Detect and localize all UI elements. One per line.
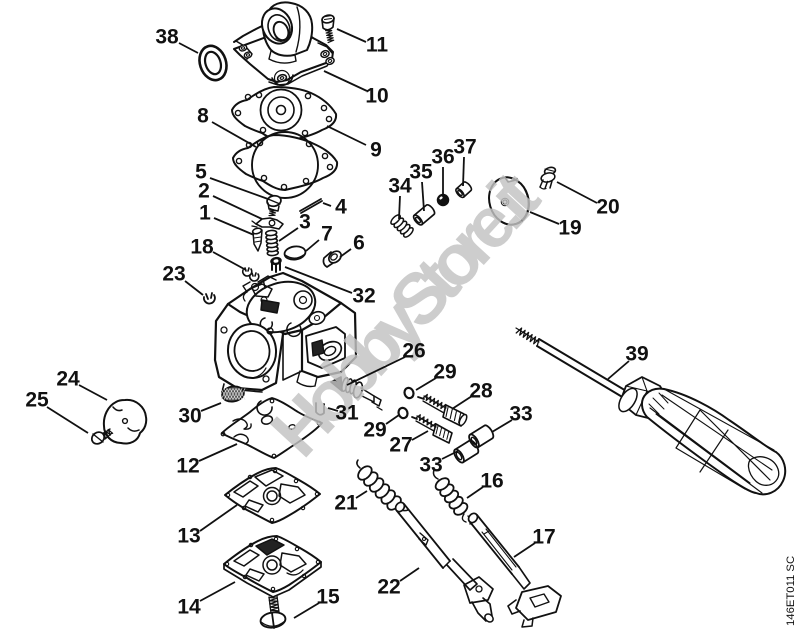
svg-text:6: 6 xyxy=(353,232,365,255)
svg-text:13: 13 xyxy=(177,525,200,548)
svg-text:34: 34 xyxy=(388,175,412,198)
svg-text:18: 18 xyxy=(190,236,214,259)
svg-text:4: 4 xyxy=(335,196,347,219)
svg-text:11: 11 xyxy=(366,34,389,57)
svg-text:24: 24 xyxy=(56,368,80,391)
svg-text:10: 10 xyxy=(365,85,388,108)
svg-text:1: 1 xyxy=(199,202,211,225)
svg-text:12: 12 xyxy=(176,455,199,478)
svg-text:20: 20 xyxy=(596,196,619,219)
svg-text:32: 32 xyxy=(352,285,375,308)
svg-text:19: 19 xyxy=(558,217,581,240)
svg-text:26: 26 xyxy=(402,340,425,363)
svg-text:8: 8 xyxy=(197,105,209,128)
svg-text:28: 28 xyxy=(469,380,493,403)
svg-text:37: 37 xyxy=(453,136,476,159)
svg-text:25: 25 xyxy=(25,389,49,412)
svg-text:30: 30 xyxy=(178,405,201,428)
svg-text:39: 39 xyxy=(625,343,648,366)
svg-text:5: 5 xyxy=(195,161,207,184)
svg-text:21: 21 xyxy=(334,492,358,515)
svg-text:29: 29 xyxy=(433,361,456,384)
svg-text:146ET011 SC: 146ET011 SC xyxy=(785,556,797,626)
svg-text:15: 15 xyxy=(316,586,340,609)
svg-text:31: 31 xyxy=(335,402,359,425)
svg-text:9: 9 xyxy=(370,139,382,162)
svg-text:33: 33 xyxy=(419,454,442,477)
svg-text:35: 35 xyxy=(409,161,433,184)
svg-text:17: 17 xyxy=(532,526,555,549)
svg-text:33: 33 xyxy=(509,403,532,426)
svg-text:27: 27 xyxy=(389,434,412,457)
svg-text:29: 29 xyxy=(363,419,386,442)
svg-text:2: 2 xyxy=(198,180,210,203)
svg-text:7: 7 xyxy=(321,223,333,246)
svg-text:38: 38 xyxy=(155,26,179,49)
svg-text:22: 22 xyxy=(377,576,400,599)
svg-text:16: 16 xyxy=(480,470,503,493)
svg-text:36: 36 xyxy=(431,146,454,169)
svg-text:14: 14 xyxy=(177,596,201,619)
svg-text:3: 3 xyxy=(299,211,311,234)
svg-text:23: 23 xyxy=(162,263,185,286)
